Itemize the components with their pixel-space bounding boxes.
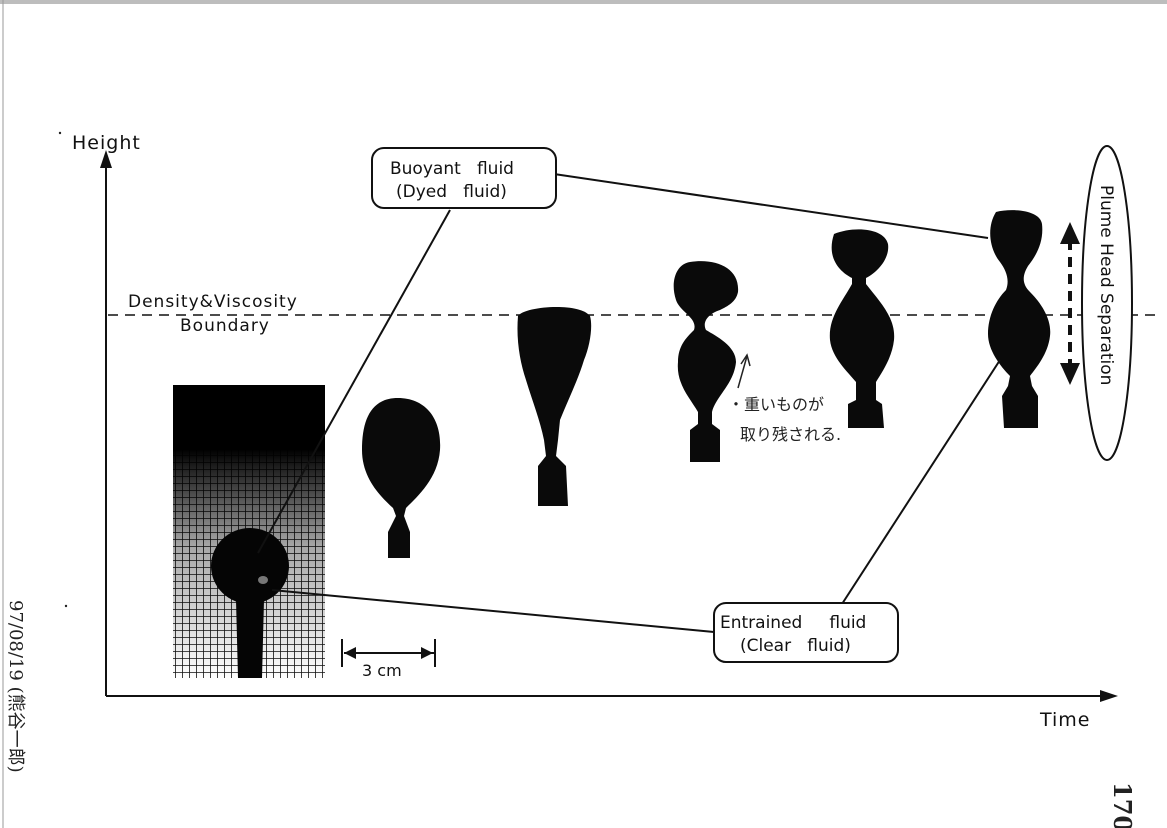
buoyant-to-stage5-line — [553, 173, 989, 239]
margin-date-author: 97/08/19 (熊谷一郎) — [5, 600, 26, 773]
annotation-line2: 取り残される. — [740, 425, 841, 444]
separation-label: Plume Head Separation — [1096, 185, 1116, 385]
connector-lines — [257, 173, 1001, 633]
plume-stage-5 — [988, 210, 1051, 428]
photo-panel — [173, 385, 325, 678]
scan-speck — [64, 604, 68, 608]
plume-head-spot — [258, 576, 268, 584]
buoyant-fluid-callout: Buoyant fluid (Dyed fluid) — [371, 147, 557, 209]
photo-dark-top — [173, 385, 325, 430]
boundary-label-line1: Density&Viscosity — [128, 292, 298, 312]
annotation-pointer-head — [740, 353, 751, 367]
clear-fluid-label: (Clear fluid) — [740, 636, 851, 656]
entrained-to-photo-line — [271, 589, 715, 633]
plume-stage-4 — [829, 229, 895, 428]
separation-double-arrow — [1060, 222, 1080, 385]
scale-bar-arrow-left — [344, 647, 356, 659]
buoyant-fluid-label: Buoyant fluid — [390, 159, 514, 179]
plume-head-photo — [211, 528, 289, 604]
annotation-line1: ・重いものが — [728, 395, 824, 414]
plume-stage-3 — [673, 261, 739, 462]
entrained-fluid-box — [713, 602, 899, 663]
handwritten-annotation: ・重いものが 取り残される. — [728, 353, 841, 444]
scale-bar: 3 cm — [341, 639, 436, 680]
separation-arrow-up — [1060, 222, 1080, 244]
entrained-fluid-label: Entrained fluid — [720, 613, 866, 633]
buoyant-to-photo-line — [257, 209, 451, 554]
scan-top-edge — [0, 0, 1167, 4]
x-axis-label: Time — [1039, 709, 1091, 731]
entrained-to-stage5-line — [841, 359, 1001, 605]
plume-stage-1 — [362, 398, 441, 558]
axes: Height Time — [72, 132, 1118, 731]
plume-head-separation-callout: Plume Head Separation — [1060, 145, 1133, 461]
plume-stages — [362, 210, 1051, 558]
scale-bar-arrow-right — [421, 647, 433, 659]
scan-speck — [58, 131, 62, 135]
dyed-fluid-label: (Dyed fluid) — [396, 182, 507, 202]
entrained-fluid-callout: Entrained fluid (Clear fluid) — [713, 602, 899, 663]
y-axis-label: Height — [72, 132, 141, 154]
separation-arrow-down — [1060, 363, 1080, 385]
boundary-label-line2: Boundary — [180, 316, 270, 336]
x-axis-arrowhead — [1100, 690, 1118, 702]
plume-conduit-photo — [236, 600, 264, 678]
separation-oval — [1081, 145, 1133, 461]
buoyant-fluid-box — [371, 147, 557, 209]
annotation-pointer-line — [737, 355, 748, 389]
y-axis-arrowhead — [100, 150, 112, 168]
scale-bar-label: 3 cm — [362, 661, 402, 680]
page-number: 170 — [1108, 782, 1137, 828]
plume-stage-2 — [517, 306, 592, 506]
